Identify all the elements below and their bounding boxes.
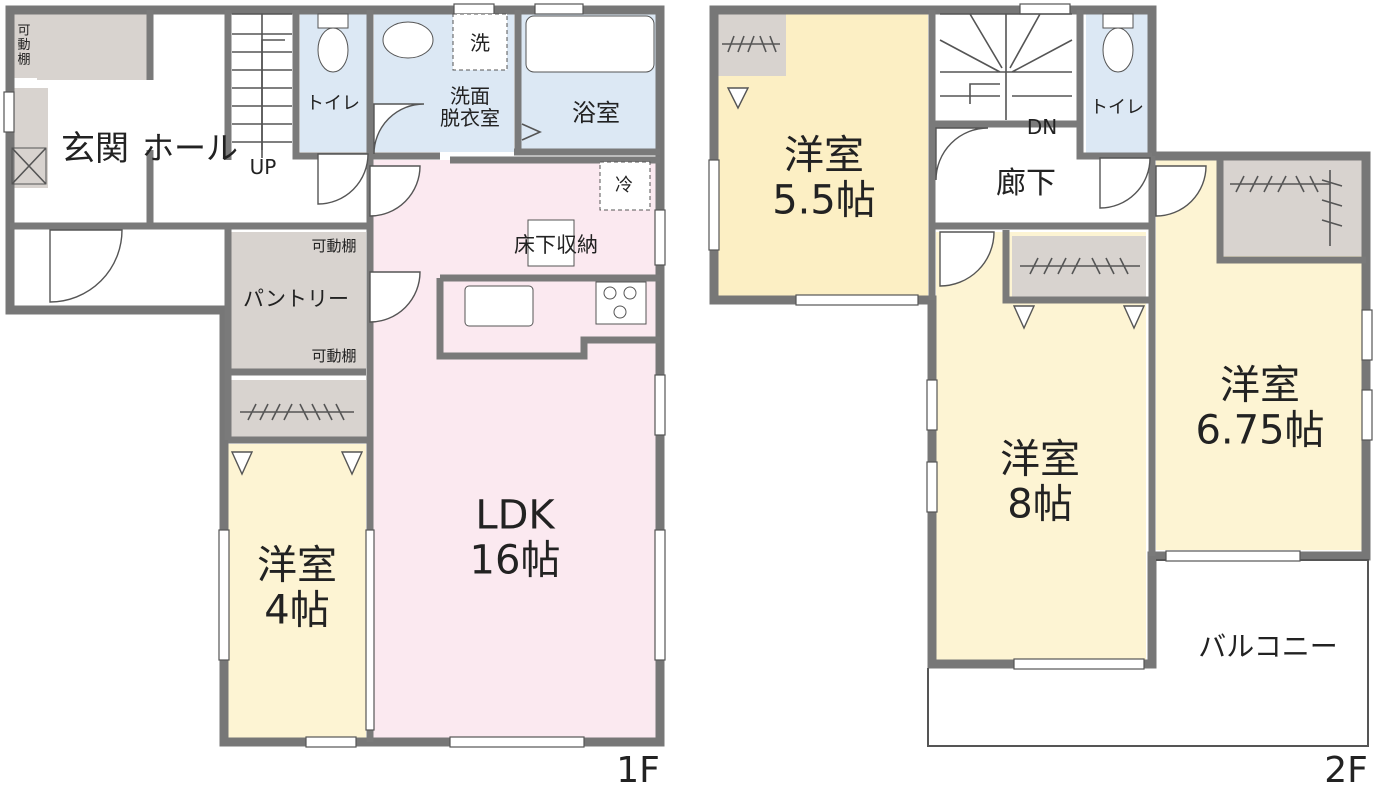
window-1f-6 (654, 529, 666, 661)
door-toilet2[interactable] (1099, 157, 1151, 209)
genkan-tile-fill (37, 12, 149, 80)
label-rouka: 廊下 (996, 166, 1056, 201)
window-2f-8 (1361, 389, 1373, 441)
label-kadoudana-top: 可動棚 (311, 237, 356, 255)
window-2f-4 (926, 379, 938, 431)
floor-1f: 玄関 可動棚 ホール UP トイレ 洗面脱衣室 洗 浴室 冷 床下収納 パントリ… (3, 3, 666, 791)
window-2f-1 (1019, 3, 1071, 15)
window-2f-2 (708, 159, 720, 251)
door-entrance[interactable] (49, 229, 123, 303)
closet8-hanger (1012, 257, 1146, 330)
window-2f-7 (1361, 309, 1373, 361)
window-1f-5 (654, 374, 666, 436)
label-senmen: 洗面脱衣室 (440, 83, 500, 129)
label-yukashita: 床下収納 (514, 233, 598, 257)
window-1f-4 (654, 209, 666, 266)
window-1f-7 (449, 736, 585, 748)
window-1f-1 (453, 3, 495, 15)
bath-door-mark (521, 123, 542, 141)
closet1-hanger (230, 403, 364, 476)
genkan-storage-cross (11, 147, 47, 185)
label-genkan: 玄関 (61, 129, 129, 169)
window-2f-5 (926, 461, 938, 513)
door-toilet1[interactable] (317, 153, 369, 205)
label-balcony: バルコニー (1198, 630, 1337, 663)
interior-walls-2f (928, 10, 1366, 556)
window-2f-6 (1013, 658, 1145, 670)
stairs-1f (232, 13, 292, 158)
label-yokushitsu: 浴室 (572, 99, 620, 127)
label-toilet1: トイレ (306, 93, 360, 114)
floor-label-1f: 1F (616, 750, 660, 791)
stove-icon (595, 281, 647, 325)
window-1f-3 (3, 91, 15, 133)
door-youshitsu55[interactable] (935, 127, 989, 181)
floor-label-2f: 2F (1324, 750, 1368, 791)
youshitsu8-fill (936, 232, 1146, 664)
door-youshitsu675[interactable] (1155, 165, 1207, 217)
outer-wall-1f (5, 5, 665, 747)
label-toilet2: トイレ (1090, 97, 1144, 118)
stairs-2f (939, 13, 1073, 120)
door-youshitsu8[interactable] (939, 231, 995, 287)
label-dn: DN (1027, 115, 1057, 139)
window-2f-9 (1165, 550, 1301, 562)
youshitsu4-fill (228, 444, 366, 742)
door-pantry[interactable] (369, 271, 421, 323)
label-rei: 冷 (615, 175, 633, 196)
label-kadoudana-genkan: 可動棚 (17, 23, 30, 67)
label-up: UP (250, 155, 277, 179)
window-1f-9 (218, 529, 230, 661)
closet675-hanger (1230, 170, 1343, 246)
floor-storage-hatch (527, 219, 575, 267)
washer-space (452, 13, 508, 71)
toilet2-tank (1102, 13, 1134, 29)
toilet1-bowl (317, 27, 349, 73)
label-kadoudana-bottom: 可動棚 (311, 347, 356, 365)
genkan-storage-fill (12, 88, 48, 188)
toilet2-bowl (1102, 27, 1134, 73)
pantry-fill (228, 232, 366, 370)
sink (464, 285, 534, 327)
closet55-hanger (722, 35, 780, 110)
window-1f-10 (365, 529, 375, 731)
shoe-shelf-fill (12, 12, 37, 78)
label-sentaku: 洗 (470, 31, 490, 55)
door-ldk[interactable] (369, 165, 421, 217)
window-2f-3 (795, 294, 919, 306)
toilet1-tank (317, 13, 349, 29)
label-hall: ホール (142, 129, 238, 167)
window-1f-2 (534, 3, 584, 15)
label-pantry: パントリー (243, 287, 349, 311)
washbasin (382, 21, 434, 59)
window-1f-8 (305, 736, 357, 748)
closet1-fill (228, 380, 366, 440)
door-senmen[interactable] (373, 103, 425, 155)
fridge-space (599, 161, 651, 211)
closet8-fill (1012, 236, 1146, 298)
closet675-fill (1222, 160, 1364, 256)
bathtub (525, 15, 655, 73)
